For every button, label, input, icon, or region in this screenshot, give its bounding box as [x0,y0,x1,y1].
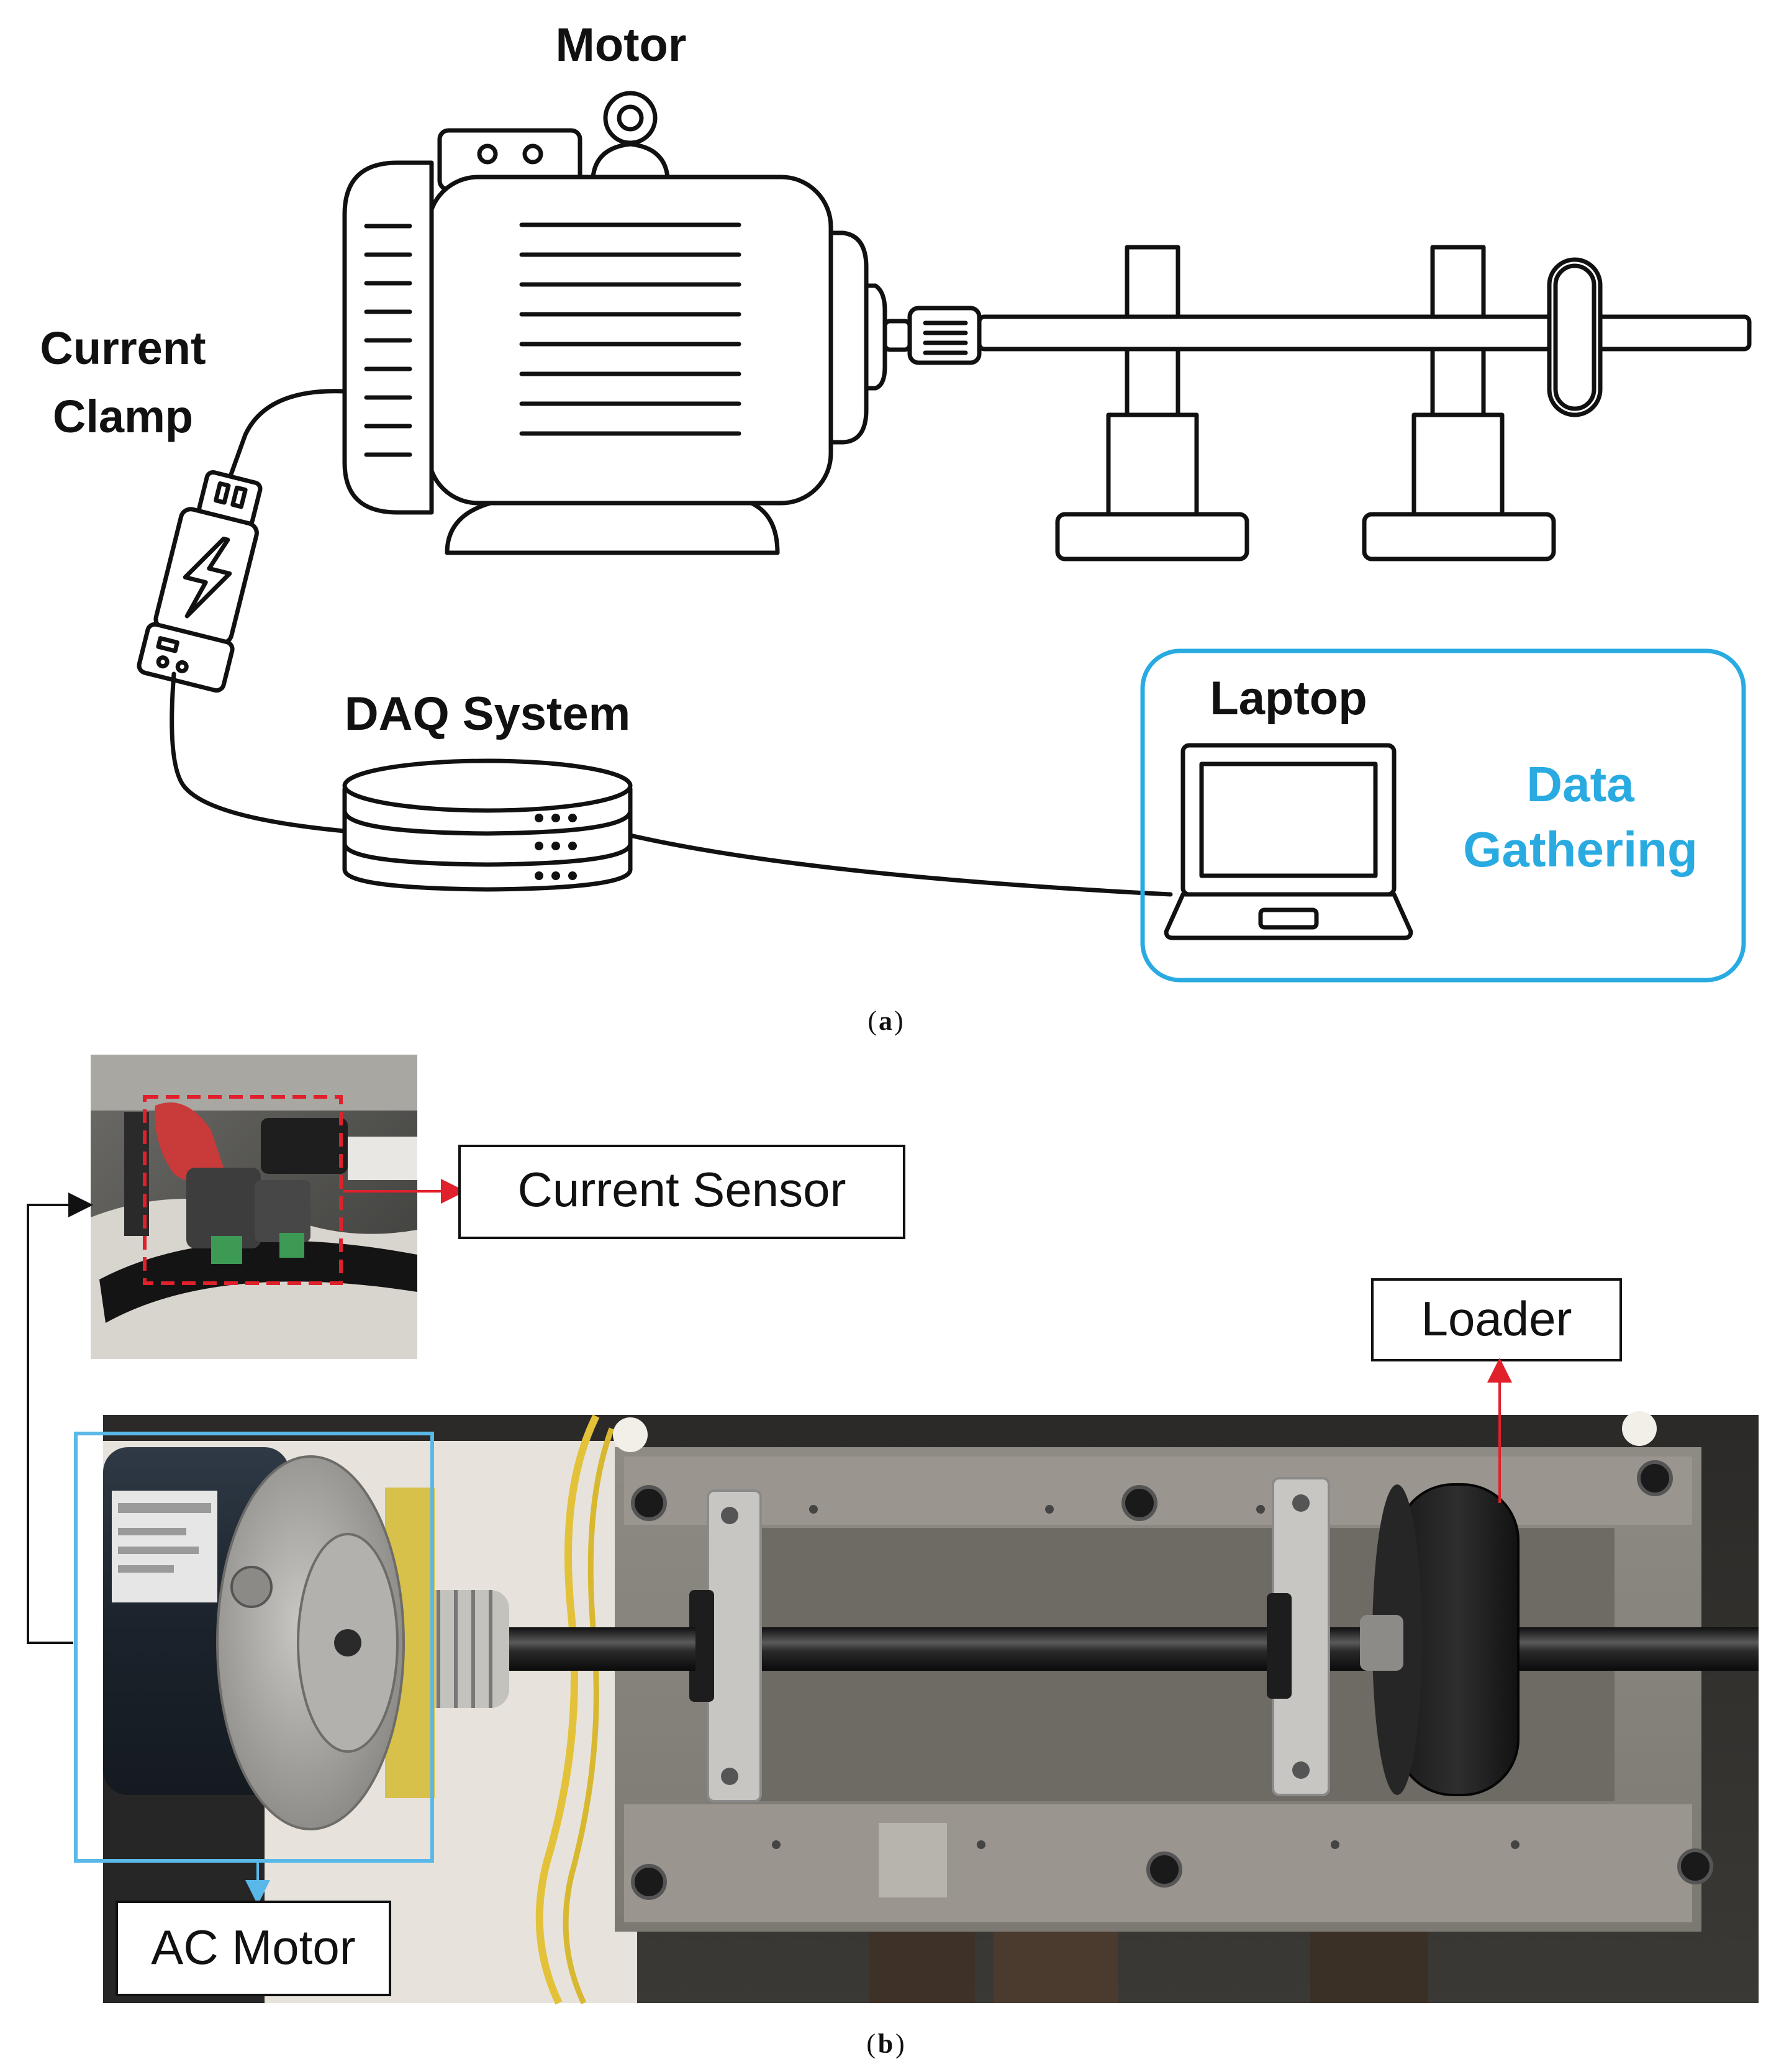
svg-text:(: ( [867,1006,877,1036]
svg-text:): ) [894,1006,904,1036]
panel-b-photo: Current Sensor Loader [27,1055,1759,2059]
wire-clamp-daq [170,671,347,834]
current-sensor-inset [91,1055,417,1359]
data-gathering-line2: Gathering [1463,822,1698,877]
current-sensor-label: Current Sensor [518,1162,846,1217]
lightning-icon [183,536,232,619]
clamp-label-line1: Current [40,322,206,374]
motor-label: Motor [555,19,686,71]
bearing-icon [1055,245,1556,561]
current-clamp-icon [137,470,263,693]
coupling-icon [882,306,982,365]
panel-a-schematic: Motor [40,19,1752,1036]
data-gathering-line1: Data [1526,757,1634,812]
caption-b: b [878,2029,893,2059]
loader-callout [1371,1278,1622,1361]
loader-disk [1547,257,1603,417]
current-sensor-callout [458,1145,905,1239]
motor-icon [342,91,887,555]
wire-daq-laptop [628,833,1173,897]
ac-motor-label: AC Motor [151,1920,355,1974]
caption-a: a [879,1006,892,1036]
laptop-label: Laptop [1210,672,1367,725]
test-rig-photo [74,1411,1759,2005]
ac-motor-callout [116,1901,391,1996]
wire-motor-clamp [226,389,347,484]
feedback-arrow [27,1193,93,1644]
daq-label: DAQ System [345,688,630,740]
svg-text:(: ( [866,2029,876,2059]
shaft [977,314,1752,352]
clamp-label-line2: Clamp [53,391,193,442]
laptop-icon [1164,743,1413,940]
svg-text:): ) [895,2029,905,2059]
database-icon [342,758,633,892]
data-gathering-box [1140,648,1746,983]
loader-label: Loader [1421,1291,1572,1346]
